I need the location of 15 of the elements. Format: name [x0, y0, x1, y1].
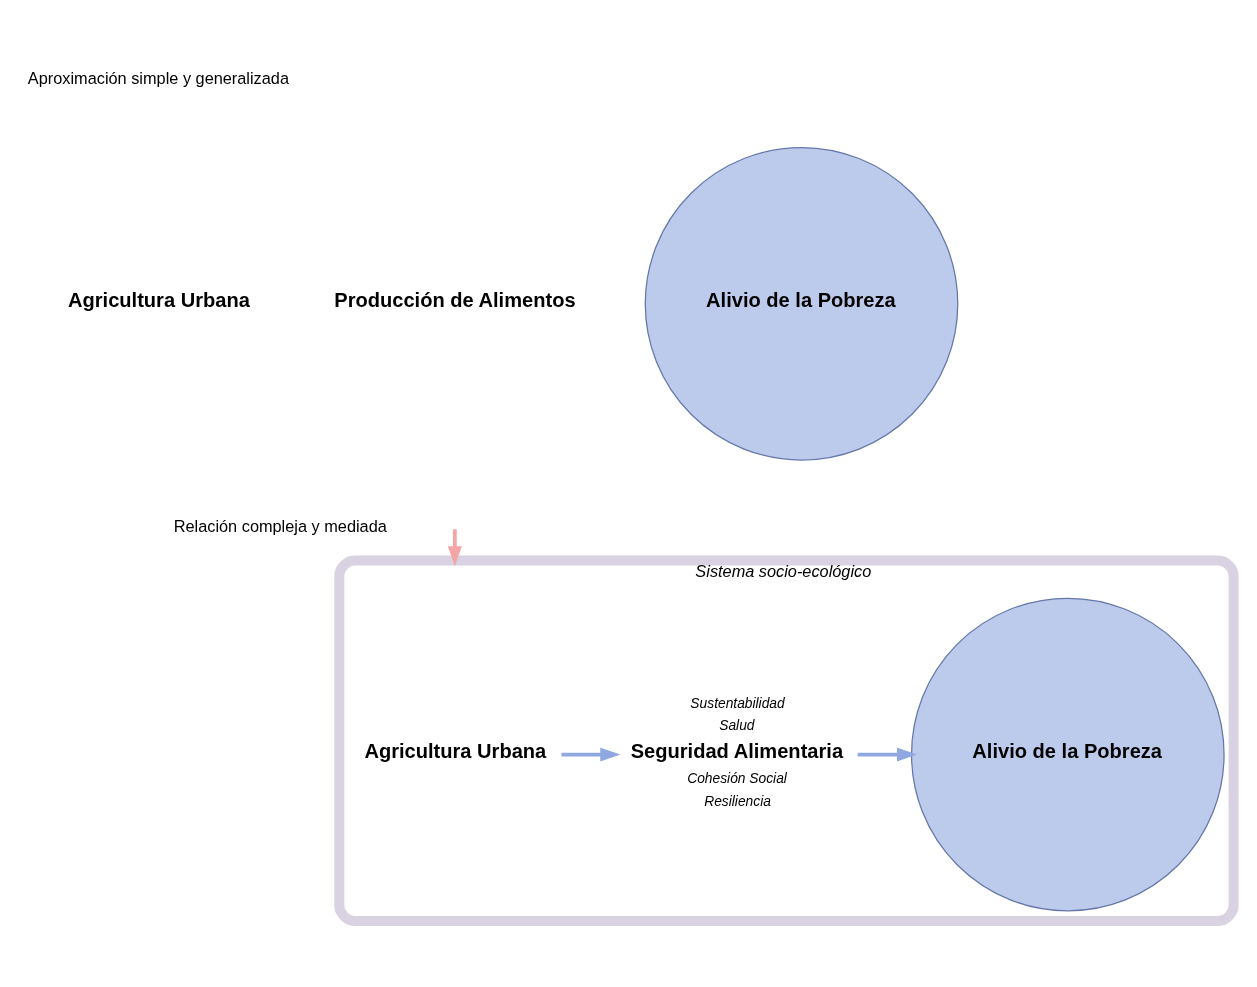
- node-label: Cohesión Social: [687, 769, 787, 786]
- arrow: [447, 528, 462, 566]
- arrow: [561, 747, 621, 762]
- label: Relación compleja y mediada: [173, 516, 387, 535]
- node-label: Resiliencia: [704, 792, 771, 809]
- node-circle: Alivio de la Pobreza: [910, 597, 1225, 911]
- label: Aproximación simple y generalizada: [27, 68, 289, 87]
- node-text: Producción de Alimentos: [334, 288, 576, 311]
- node-text: Agricultura Urbana: [364, 739, 547, 762]
- node-text: Agricultura Urbana: [67, 288, 250, 311]
- node-label: Salud: [719, 716, 755, 733]
- node-text: Seguridad Alimentaria: [630, 739, 844, 762]
- node-label: Sustentabilidad: [690, 694, 785, 711]
- arrow: [857, 747, 918, 762]
- node-circle: Alivio de la Pobreza: [644, 146, 959, 461]
